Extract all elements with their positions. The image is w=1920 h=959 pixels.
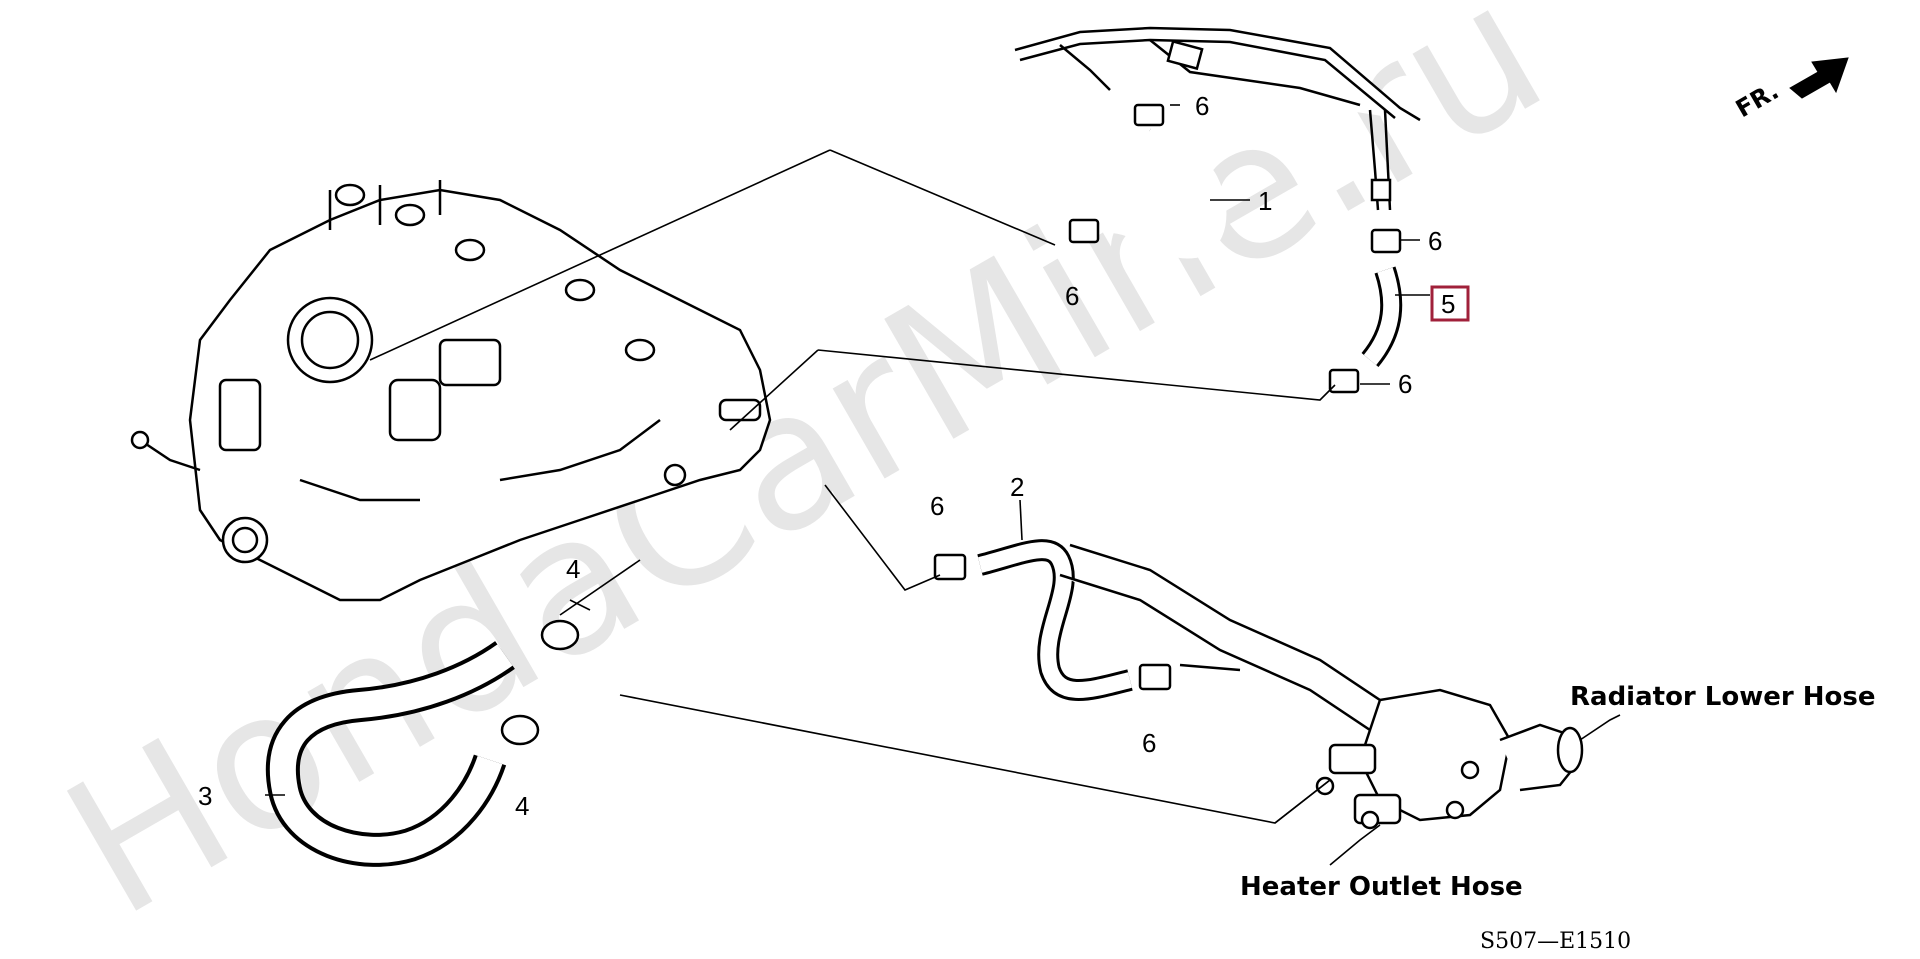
part-number-6-top: 6 xyxy=(1195,91,1209,121)
upper-water-pipe xyxy=(1014,26,1421,211)
intake-manifold xyxy=(130,180,772,602)
part-number-6-right-lower: 6 xyxy=(1398,369,1412,399)
part-number-6-right-upper: 6 xyxy=(1428,226,1442,256)
part-number-1: 1 xyxy=(1258,186,1272,216)
part-number-6-bottom: 6 xyxy=(1142,728,1156,758)
heater-outlet-hose-label: Heater Outlet Hose xyxy=(1240,872,1523,902)
hose-part-5 xyxy=(1361,266,1403,368)
diagram-code: S507—E1510 xyxy=(1480,929,1631,954)
part-number-6-mid: 6 xyxy=(930,491,944,521)
radiator-lower-hose-label: Radiator Lower Hose xyxy=(1570,682,1876,712)
part-number-4-upper: 4 xyxy=(566,554,580,584)
clamps-part-6 xyxy=(933,103,1402,691)
clamps-part-4 xyxy=(500,619,580,746)
leader-lines xyxy=(265,104,1621,866)
thermostat-housing xyxy=(1315,688,1584,830)
front-direction-indicator: FR. xyxy=(1731,57,1849,123)
hose-part-3 xyxy=(265,641,515,867)
part-number-5: 5 xyxy=(1441,289,1455,319)
direction-label: FR. xyxy=(1731,77,1783,123)
part-number-3: 3 xyxy=(198,781,212,811)
part-number-2: 2 xyxy=(1010,472,1024,502)
part-number-labels: 1 2 3 4 4 5 6 6 6 6 6 6 xyxy=(198,91,1470,821)
part-number-4-lower: 4 xyxy=(515,791,529,821)
direction-arrow-icon xyxy=(1789,57,1849,99)
part-number-6-left: 6 xyxy=(1065,281,1079,311)
hose-part-1 xyxy=(1109,123,1227,259)
lower-water-pipe-part-2 xyxy=(977,539,1421,747)
highlight-box-part-5 xyxy=(1430,285,1470,322)
